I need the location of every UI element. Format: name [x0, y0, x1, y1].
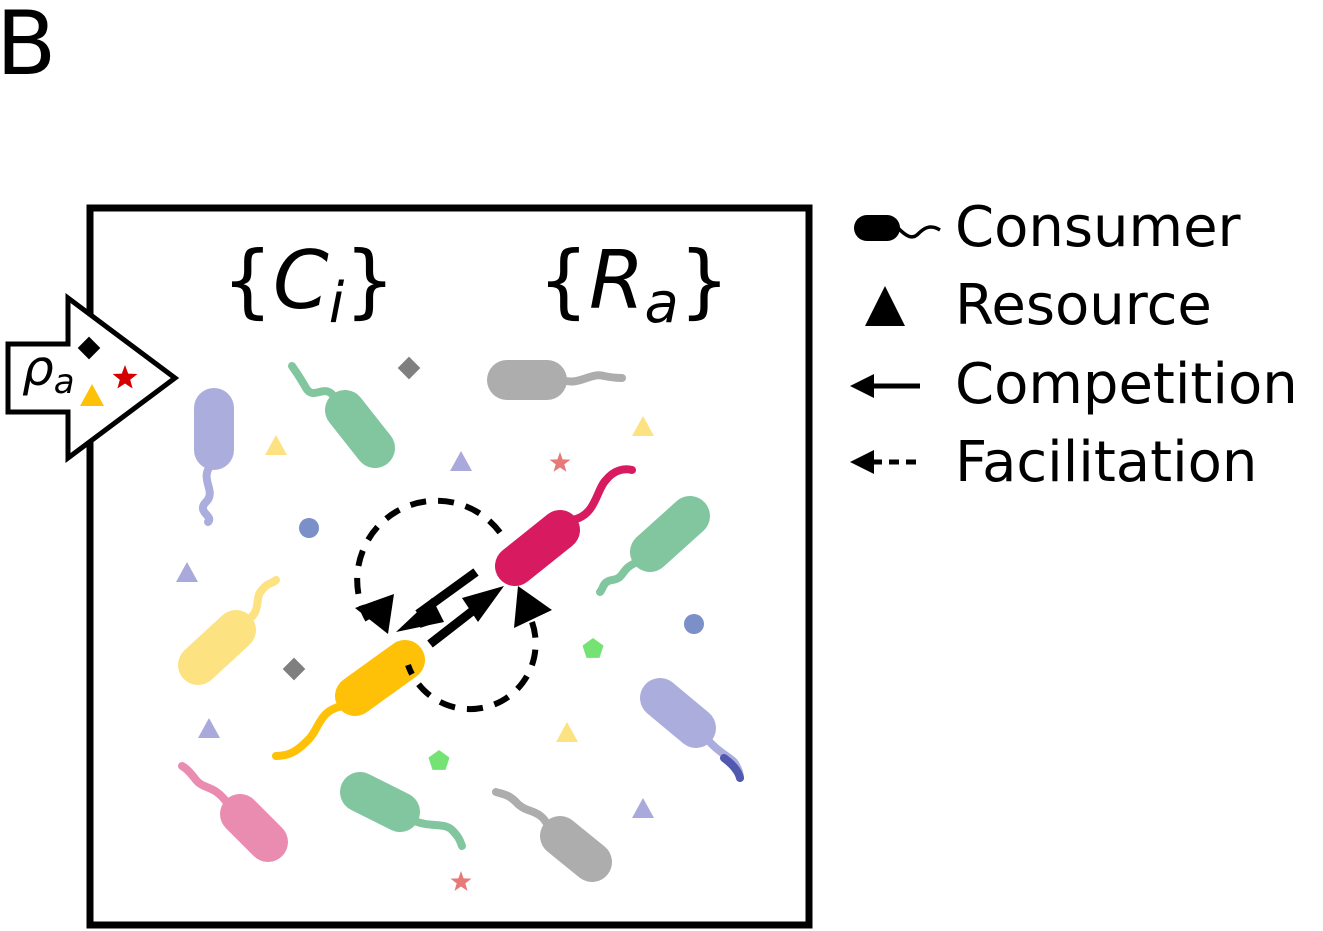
svg-text:ρa: ρa: [22, 339, 75, 402]
inflow-star-icon: [112, 365, 138, 389]
bacterium-icon: [854, 215, 900, 241]
facilitation-arc-lower: [405, 621, 539, 713]
facilitation-arrowhead-upper: [355, 594, 394, 634]
consumer-bacterium: [178, 576, 280, 685]
consumer-bacterium: [495, 465, 636, 586]
resource-diamond-icon: [397, 356, 421, 380]
interaction-arrows: [354, 497, 552, 713]
resource-star-icon: [450, 871, 472, 891]
resource-triangle-icon: [265, 435, 287, 455]
flagellum-tip: [720, 754, 744, 782]
consumer-bacterium: [492, 788, 612, 882]
resource-pentagon-icon: [582, 638, 604, 658]
inflow-arrow: ρa: [5, 293, 180, 463]
dashed-arrow-icon: [850, 450, 874, 474]
consumer-bacterium: [596, 496, 710, 596]
consumer-bacterium: [340, 772, 466, 850]
inflow-triangle-icon: [80, 384, 104, 406]
legend-item-competition: Competition: [850, 352, 1298, 417]
resource-pentagon-icon: [428, 750, 450, 770]
resource-triangle-icon: [632, 798, 654, 818]
consumer-bacterium: [487, 360, 626, 400]
resource-dot-icon: [299, 518, 319, 538]
consumers-layer: [178, 360, 744, 882]
resource-triangle-icon: [176, 562, 198, 582]
resource-dot-icon: [684, 614, 704, 634]
legend-label: Facilitation: [955, 430, 1257, 495]
resources-set-label: {Ra}: [538, 234, 730, 336]
legend-label: Competition: [955, 352, 1298, 417]
facilitation-arc-upper: [354, 497, 508, 622]
consumer-bacterium: [178, 762, 288, 862]
legend-label: Consumer: [955, 195, 1242, 260]
resource-triangle-icon: [632, 416, 654, 436]
consumer-bacterium: [288, 362, 395, 468]
resource-triangle-icon: [556, 722, 578, 742]
legend-label: Resource: [955, 273, 1212, 338]
inflow-diamond-icon: [77, 336, 101, 360]
environment-box: [86, 204, 813, 929]
legend-item-consumer: Consumer: [854, 195, 1242, 260]
legend-item-resource: Resource: [865, 273, 1212, 338]
triangle-icon: [865, 286, 905, 326]
resource-triangle-icon: [450, 451, 472, 471]
legend-item-facilitation: Facilitation: [850, 430, 1257, 495]
consumers-set-label: {Ci}: [222, 234, 395, 336]
solid-arrow-icon: [850, 374, 874, 398]
consumer-bacterium: [272, 640, 425, 760]
legend: Consumer Resource Competition Facilitati…: [850, 195, 1298, 495]
competition-arrowhead-to-magenta: [462, 586, 504, 622]
consumer-bacterium: [194, 388, 234, 526]
resources-layer: [176, 356, 704, 891]
svg-text:{Ra}: {Ra}: [538, 234, 730, 336]
resource-diamond-icon: [282, 657, 306, 681]
svg-text:{Ci}: {Ci}: [222, 234, 395, 336]
resource-star-icon: [549, 452, 571, 472]
panel-label: B: [0, 0, 56, 95]
facilitation-arrowhead-lower: [514, 586, 552, 628]
resource-triangle-icon: [198, 718, 220, 738]
